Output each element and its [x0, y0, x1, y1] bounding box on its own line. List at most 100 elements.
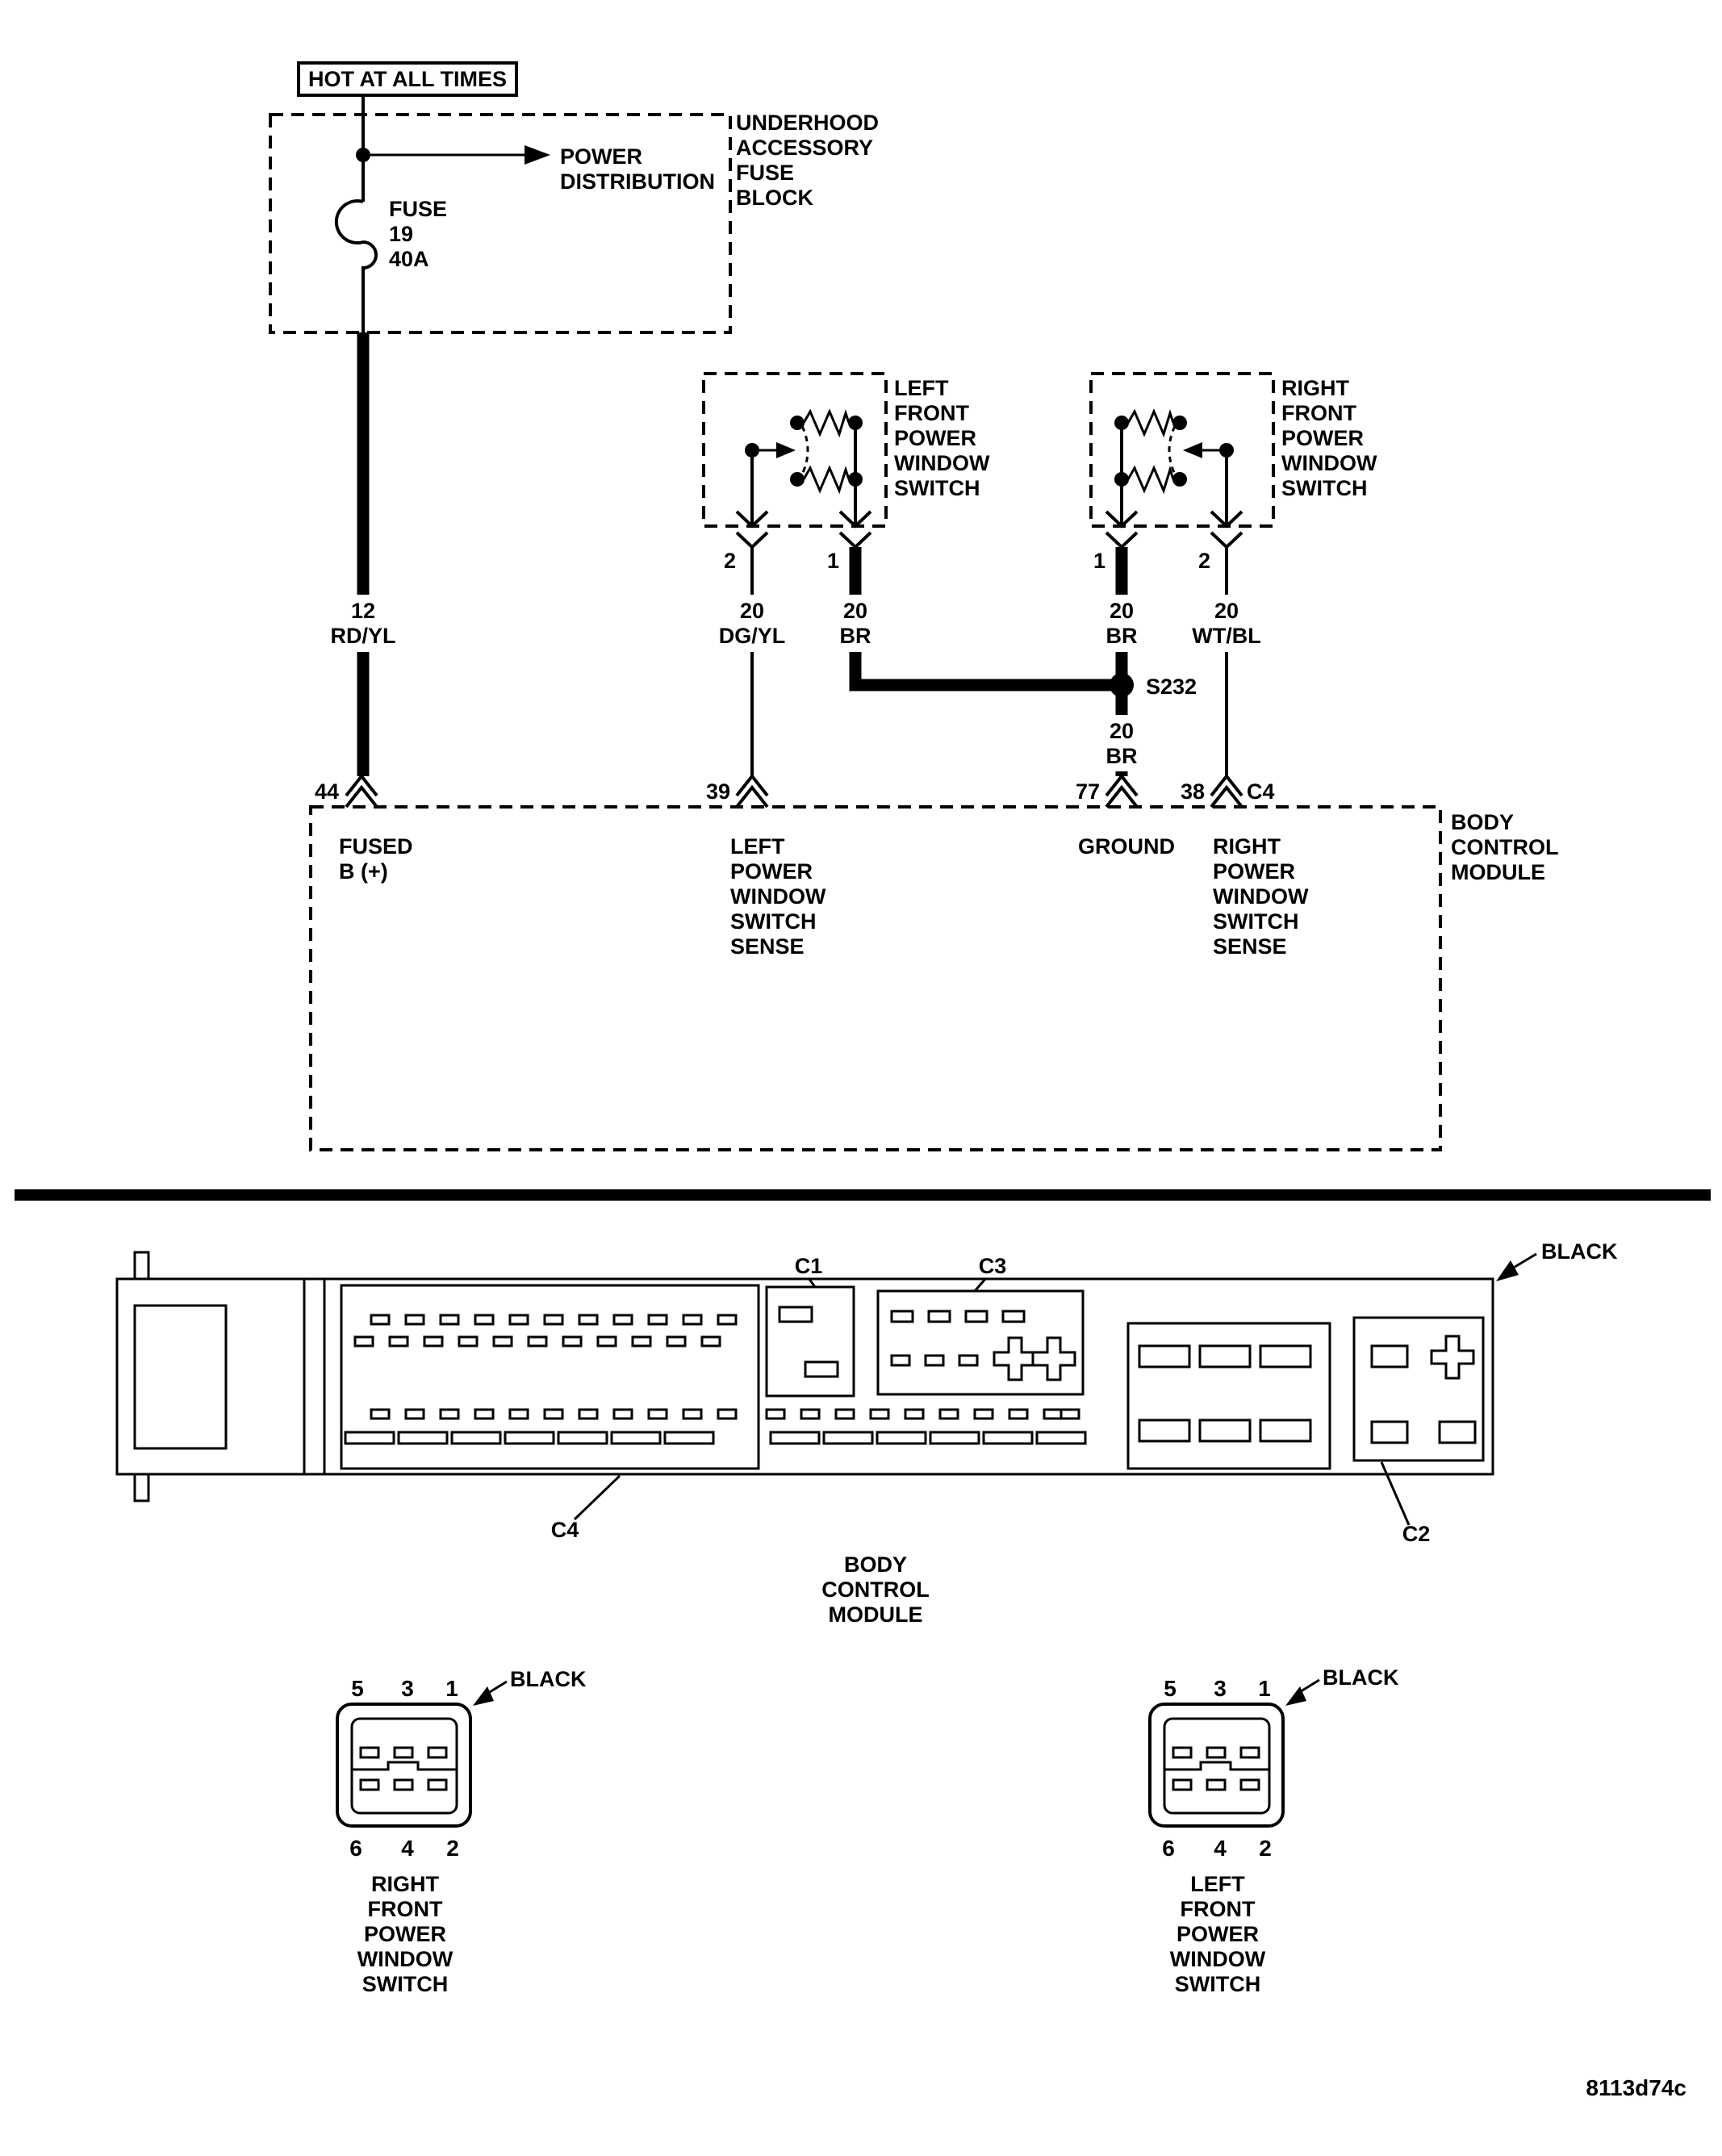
- bcm-fused-b-label-1: FUSED: [339, 834, 413, 859]
- bcm-pin-39: 39: [706, 779, 730, 804]
- bcm-caption-1: BODY: [844, 1552, 907, 1577]
- lf-slot: [1206, 1746, 1227, 1759]
- right-switch-dashed-box: [1089, 372, 1275, 528]
- rf-slot: [393, 1746, 414, 1759]
- left-switch-label-2: FRONT: [894, 401, 969, 425]
- rf-slot: [427, 1778, 448, 1791]
- fuse-label-1: FUSE: [389, 197, 447, 221]
- diagram-code: 8113d74c: [1586, 2075, 1686, 2100]
- rf-caption-1: RIGHT: [371, 1872, 440, 1896]
- fuse-label-2: 19: [389, 222, 413, 246]
- bcm-connector-color-label: BLACK: [1541, 1239, 1618, 1264]
- right-front-power-window-switch: RIGHT FRONT POWER WINDOW SWITCH 1 2: [1089, 372, 1377, 573]
- rf-caption-2: FRONT: [368, 1897, 443, 1921]
- underhood-accessory-fuse-block: UNDERHOOD ACCESSORY FUSE BLOCK: [269, 111, 879, 334]
- lf-caption-4: WINDOW: [1170, 1947, 1266, 1971]
- mid-pin: [1198, 1344, 1252, 1368]
- bcm-pin-44: 44: [315, 779, 339, 804]
- bcm-right-sense-1: RIGHT: [1213, 834, 1281, 859]
- section-divider: [15, 1189, 1711, 1201]
- c3-cross-pin-icon: [993, 1336, 1038, 1381]
- lf-pin3: 3: [1214, 1676, 1227, 1701]
- hot-box-label: HOT AT ALL TIMES: [308, 67, 507, 91]
- lf-pin2: 2: [1259, 1836, 1272, 1861]
- connector-chevrons-icon: [735, 773, 769, 808]
- wire-br-left-gauge: 20: [843, 599, 867, 623]
- bcm-fused-b-label-2: B (+): [339, 859, 388, 884]
- left-switch-label-5: SWITCH: [894, 476, 980, 500]
- left-front-switch-connector-view: 5 3 1 BLACK 6 4 2 LEFT FRONT POWER WINDO…: [1148, 1665, 1399, 1996]
- lf-caption-5: SWITCH: [1175, 1972, 1260, 1996]
- left-switch-label-1: LEFT: [894, 376, 949, 400]
- right-front-switch-connector-view: 5 3 1 BLACK 6 4 2 RIGHT FRONT POWER WIND…: [336, 1667, 587, 1996]
- c2-pin: [1370, 1344, 1409, 1368]
- lf-pin5: 5: [1164, 1676, 1177, 1701]
- body-control-module-schematic: 44 39 77 38 C4 FUSED B (+) LEFT POWER WI…: [309, 773, 1558, 1151]
- black-leader: [1511, 1252, 1537, 1270]
- rf-pin3: 3: [401, 1676, 414, 1701]
- bcm-left-sense-5: SENSE: [730, 934, 805, 959]
- wire-wtbl-color: WT/BL: [1192, 624, 1260, 648]
- c3-pin: [924, 1354, 945, 1367]
- wire-dgyl-gauge: 20: [740, 599, 764, 623]
- wire-dgyl-color: DG/YL: [719, 624, 786, 648]
- c3-pin: [890, 1310, 914, 1323]
- c2-leader: [1380, 1461, 1411, 1526]
- c3-pin: [964, 1310, 988, 1323]
- rf-connector-key-notch: [352, 1761, 457, 1771]
- bcm-pin-38-connector: C4: [1247, 779, 1275, 804]
- lf-pin6: 6: [1162, 1836, 1175, 1861]
- contact-dot: [1172, 416, 1187, 430]
- connector-chevrons-icon: [1105, 773, 1139, 808]
- rf-slot: [359, 1746, 380, 1759]
- rf-pin4: 4: [401, 1836, 414, 1861]
- bcm-ground-label: GROUND: [1078, 834, 1175, 859]
- c2-pin: [1370, 1420, 1409, 1444]
- c1-leader: [807, 1277, 817, 1288]
- bcm-right-sense-2: POWER: [1213, 859, 1295, 884]
- rf-caption-4: WINDOW: [357, 1947, 453, 1971]
- lf-connector-inner: [1163, 1717, 1271, 1815]
- bcm-name-2: CONTROL: [1451, 835, 1558, 859]
- rf-pin1: 1: [445, 1676, 458, 1701]
- bcm-connector-view: C1 C3 C4 C2 BLACK BODY CONTROL MODULE: [115, 1239, 1618, 1627]
- bcm-pin-77: 77: [1076, 779, 1100, 804]
- fuse-block-label-1: UNDERHOOD: [736, 111, 879, 135]
- bcm-caption-2: CONTROL: [821, 1577, 929, 1602]
- lf-slot: [1239, 1778, 1260, 1791]
- lf-slot: [1172, 1746, 1193, 1759]
- bcm-pin-row-top-1: [370, 1314, 738, 1326]
- fuse-block-dashed-box: [269, 113, 732, 334]
- rf-pin5: 5: [351, 1676, 364, 1701]
- bcm-pin-row-top-2: [353, 1335, 721, 1348]
- mid-pin: [1138, 1419, 1191, 1443]
- fuse-19: FUSE 19 40A: [334, 197, 447, 332]
- c4-leader: [573, 1474, 621, 1521]
- c2-label: C2: [1402, 1522, 1431, 1546]
- lf-pin1: 1: [1258, 1676, 1271, 1701]
- left-switch-pin2-number: 2: [724, 549, 736, 573]
- right-switch-label-5: SWITCH: [1281, 476, 1367, 500]
- wire-wtbl-gauge: 20: [1214, 599, 1239, 623]
- left-switch-label-4: WINDOW: [894, 451, 990, 475]
- bcm-left-sense-4: SWITCH: [730, 909, 816, 934]
- wire-br-right: 20 BR S232 20 BR: [1106, 547, 1197, 776]
- fuse-block-label-3: FUSE: [736, 161, 794, 185]
- left-switch-dashed-box: [702, 372, 888, 528]
- rf-caption-3: POWER: [364, 1922, 446, 1946]
- bcm-left-sense-2: POWER: [730, 859, 813, 884]
- left-switch-resistor-top-icon: [802, 408, 851, 438]
- lf-caption-3: POWER: [1177, 1922, 1259, 1946]
- right-switch-pin1-number: 1: [1093, 549, 1106, 573]
- contact-dot: [1172, 472, 1187, 487]
- fuse-block-label-2: ACCESSORY: [736, 136, 873, 160]
- right-switch-label-2: FRONT: [1281, 401, 1356, 425]
- rf-slot: [427, 1746, 448, 1759]
- lf-caption-2: FRONT: [1181, 1897, 1256, 1921]
- c3-label: C3: [979, 1254, 1007, 1278]
- bcm-name-3: MODULE: [1451, 860, 1545, 884]
- lf-slot: [1239, 1746, 1260, 1759]
- right-switch-resistor-top-icon: [1126, 408, 1175, 438]
- hot-at-all-times-box: HOT AT ALL TIMES: [297, 61, 518, 97]
